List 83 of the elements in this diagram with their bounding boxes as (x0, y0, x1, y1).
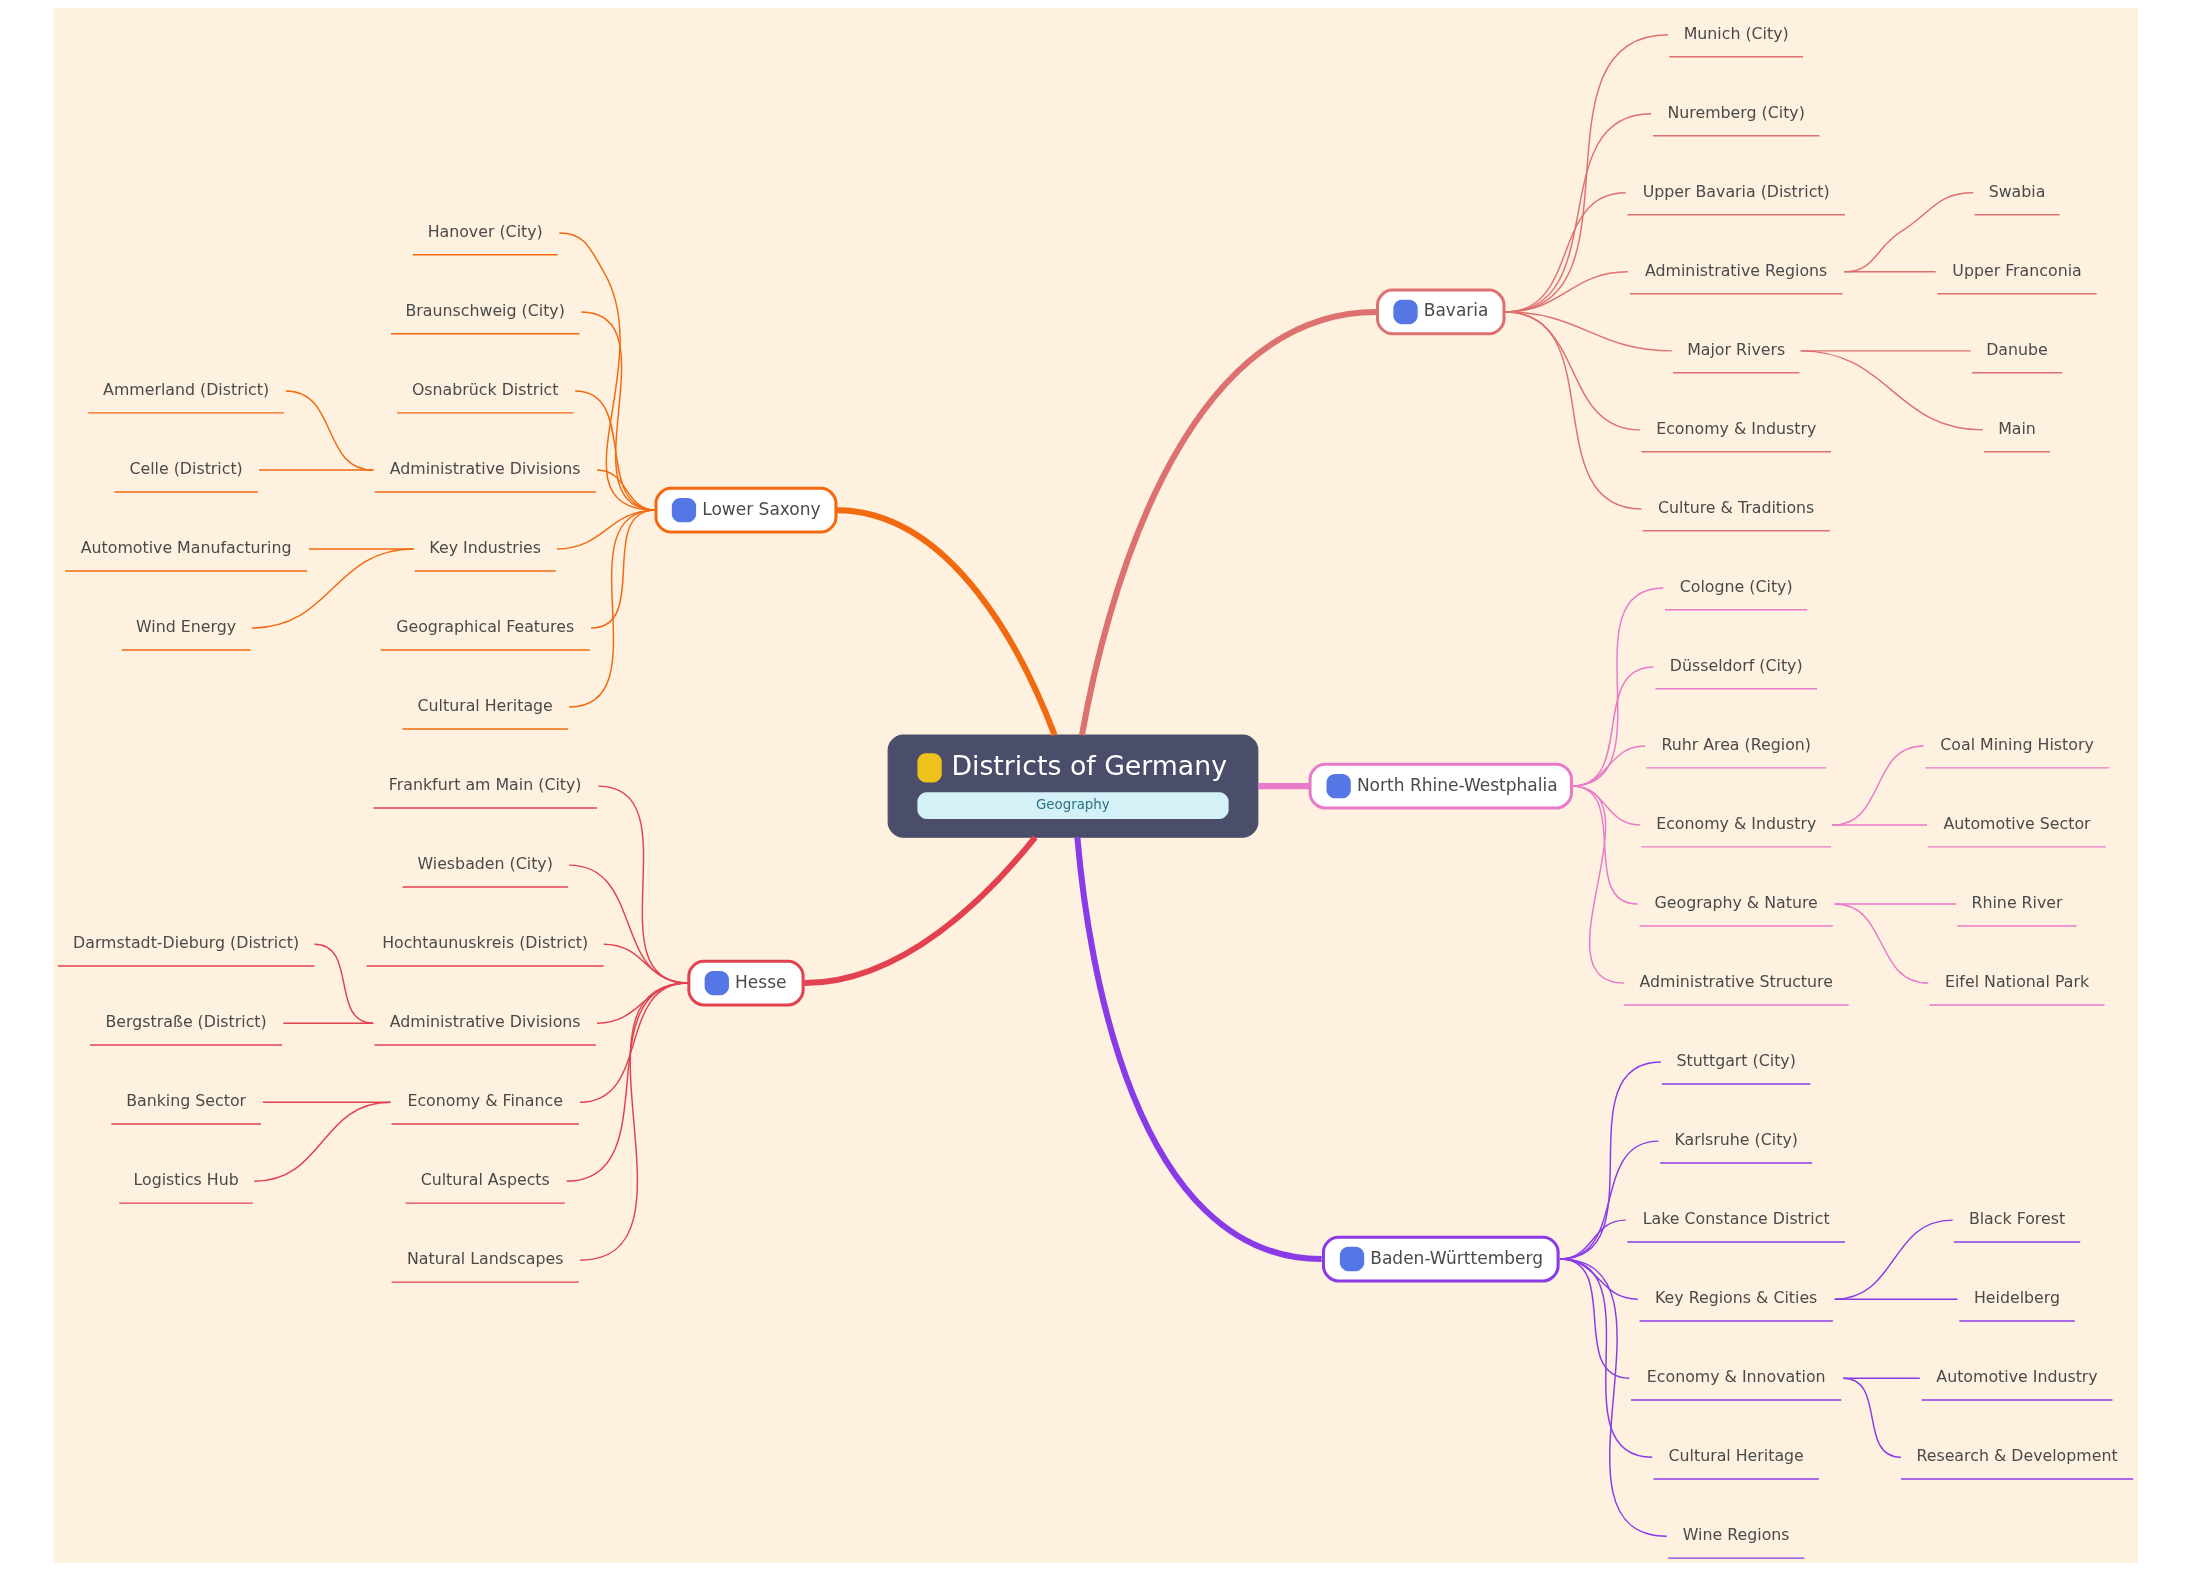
node-text: Economy & Finance (406, 1091, 563, 1111)
node-text: Wind Energy (135, 617, 236, 637)
connector (580, 311, 657, 511)
connector (1799, 350, 1984, 431)
connector (282, 1022, 374, 1024)
node-text: Cultural Heritage (417, 696, 553, 716)
node-text: Heidelberg (1973, 1288, 2060, 1308)
node-text: Culture & Traditions (1657, 498, 1814, 518)
node-text: Swabia (1988, 181, 2045, 201)
node-text: Automotive Manufacturing (80, 538, 292, 558)
connector (1843, 271, 1936, 273)
node-text: Rhine River (1971, 893, 2063, 913)
node-text: Geographical Features (395, 617, 574, 637)
node-text: Administrative Divisions (389, 1012, 581, 1032)
node-text: Hochtaunuskreis (District) (381, 933, 588, 953)
node-text: Wiesbaden (City) (417, 854, 553, 874)
connector (1831, 824, 1928, 826)
node-text: Ammerland (District) (102, 380, 269, 400)
node-text: Celle (District) (128, 459, 243, 479)
node-text: Braunschweig (City) (405, 301, 565, 321)
connector (573, 390, 657, 511)
connector (1833, 1298, 1958, 1300)
connector (257, 469, 374, 471)
node-text: Upper Franconia (1951, 260, 2082, 280)
node-box: Hesse (686, 959, 805, 1007)
node-text: Danube (1985, 340, 2048, 360)
node-text: Administrative Regions (1644, 260, 1827, 280)
node-text: Logistics Hub (132, 1170, 239, 1190)
connector (1843, 192, 1974, 273)
node-text: Nuremberg (City) (1667, 102, 1805, 122)
node-text: Frankfurt am Main (City) (388, 775, 582, 795)
node-box: Baden-Württemberg (1321, 1235, 1560, 1283)
node-text: Bergstraße (District) (105, 1012, 267, 1032)
node-text: Banking Sector (125, 1091, 246, 1111)
node-text: Key Industries (428, 538, 541, 558)
node-text: Automotive Industry (1935, 1367, 2098, 1387)
connector (835, 507, 1057, 736)
connector (1257, 783, 1310, 790)
node-box: North Rhine-Westphalia (1308, 762, 1573, 810)
node-text: Cultural Heritage (1668, 1446, 1804, 1466)
node-text: Darmstadt-Dieburg (District) (72, 933, 299, 953)
connector (1841, 1377, 1920, 1379)
connector (253, 1101, 391, 1182)
node-text: Economy & Industry (1655, 419, 1816, 439)
connector (1504, 311, 1642, 510)
node-text: Cologne (City) (1679, 577, 1793, 597)
connector (250, 548, 414, 629)
node-text: Osnabrück District (411, 380, 558, 400)
node-text: Coal Mining History (1939, 735, 2094, 755)
node-text: Economy & Innovation (1646, 1367, 1826, 1387)
node-text: Wine Regions (1682, 1525, 1790, 1545)
node-text: Administrative Divisions (389, 459, 581, 479)
connector (1841, 1377, 1902, 1458)
node-text: Automotive Sector (1942, 814, 2091, 834)
node-text: Natural Landscapes (406, 1249, 563, 1269)
node-text: Research & Development (1915, 1446, 2118, 1466)
node-text: Lake Constance District (1642, 1209, 1830, 1229)
connector (1073, 837, 1322, 1263)
node-text: Cultural Aspects (420, 1170, 550, 1190)
node-box: Districts of Germany Geography (887, 734, 1258, 838)
node-text: Düsseldorf (City) (1669, 656, 1803, 676)
node-text: Upper Bavaria (District) (1642, 181, 1830, 201)
node-box: Lower Saxony (654, 486, 837, 534)
node-text: Stuttgart (City) (1676, 1051, 1796, 1071)
connector (1078, 308, 1377, 736)
node-text: Administrative Structure (1638, 972, 1833, 992)
connector (1558, 1258, 1668, 1537)
node-text: Hanover (City) (427, 222, 543, 242)
node-box: Bavaria (1375, 288, 1505, 336)
node-text: Eifel National Park (1944, 972, 2089, 992)
connector (1833, 903, 1929, 984)
node-text: Economy & Industry (1655, 814, 1816, 834)
connector (261, 1101, 391, 1103)
connector (558, 232, 657, 511)
node-text: Geography & Nature (1654, 893, 1818, 913)
node-text: Major Rivers (1686, 340, 1785, 360)
node-text: Karlsruhe (City) (1673, 1130, 1798, 1150)
node-text: Main (1997, 419, 2036, 439)
connector (803, 835, 1037, 987)
node-text: Ruhr Area (Region) (1660, 735, 1811, 755)
node-text: Munich (City) (1683, 23, 1789, 43)
node-text: Key Regions & Cities (1654, 1288, 1817, 1308)
node-text: Black Forest (1968, 1209, 2065, 1229)
